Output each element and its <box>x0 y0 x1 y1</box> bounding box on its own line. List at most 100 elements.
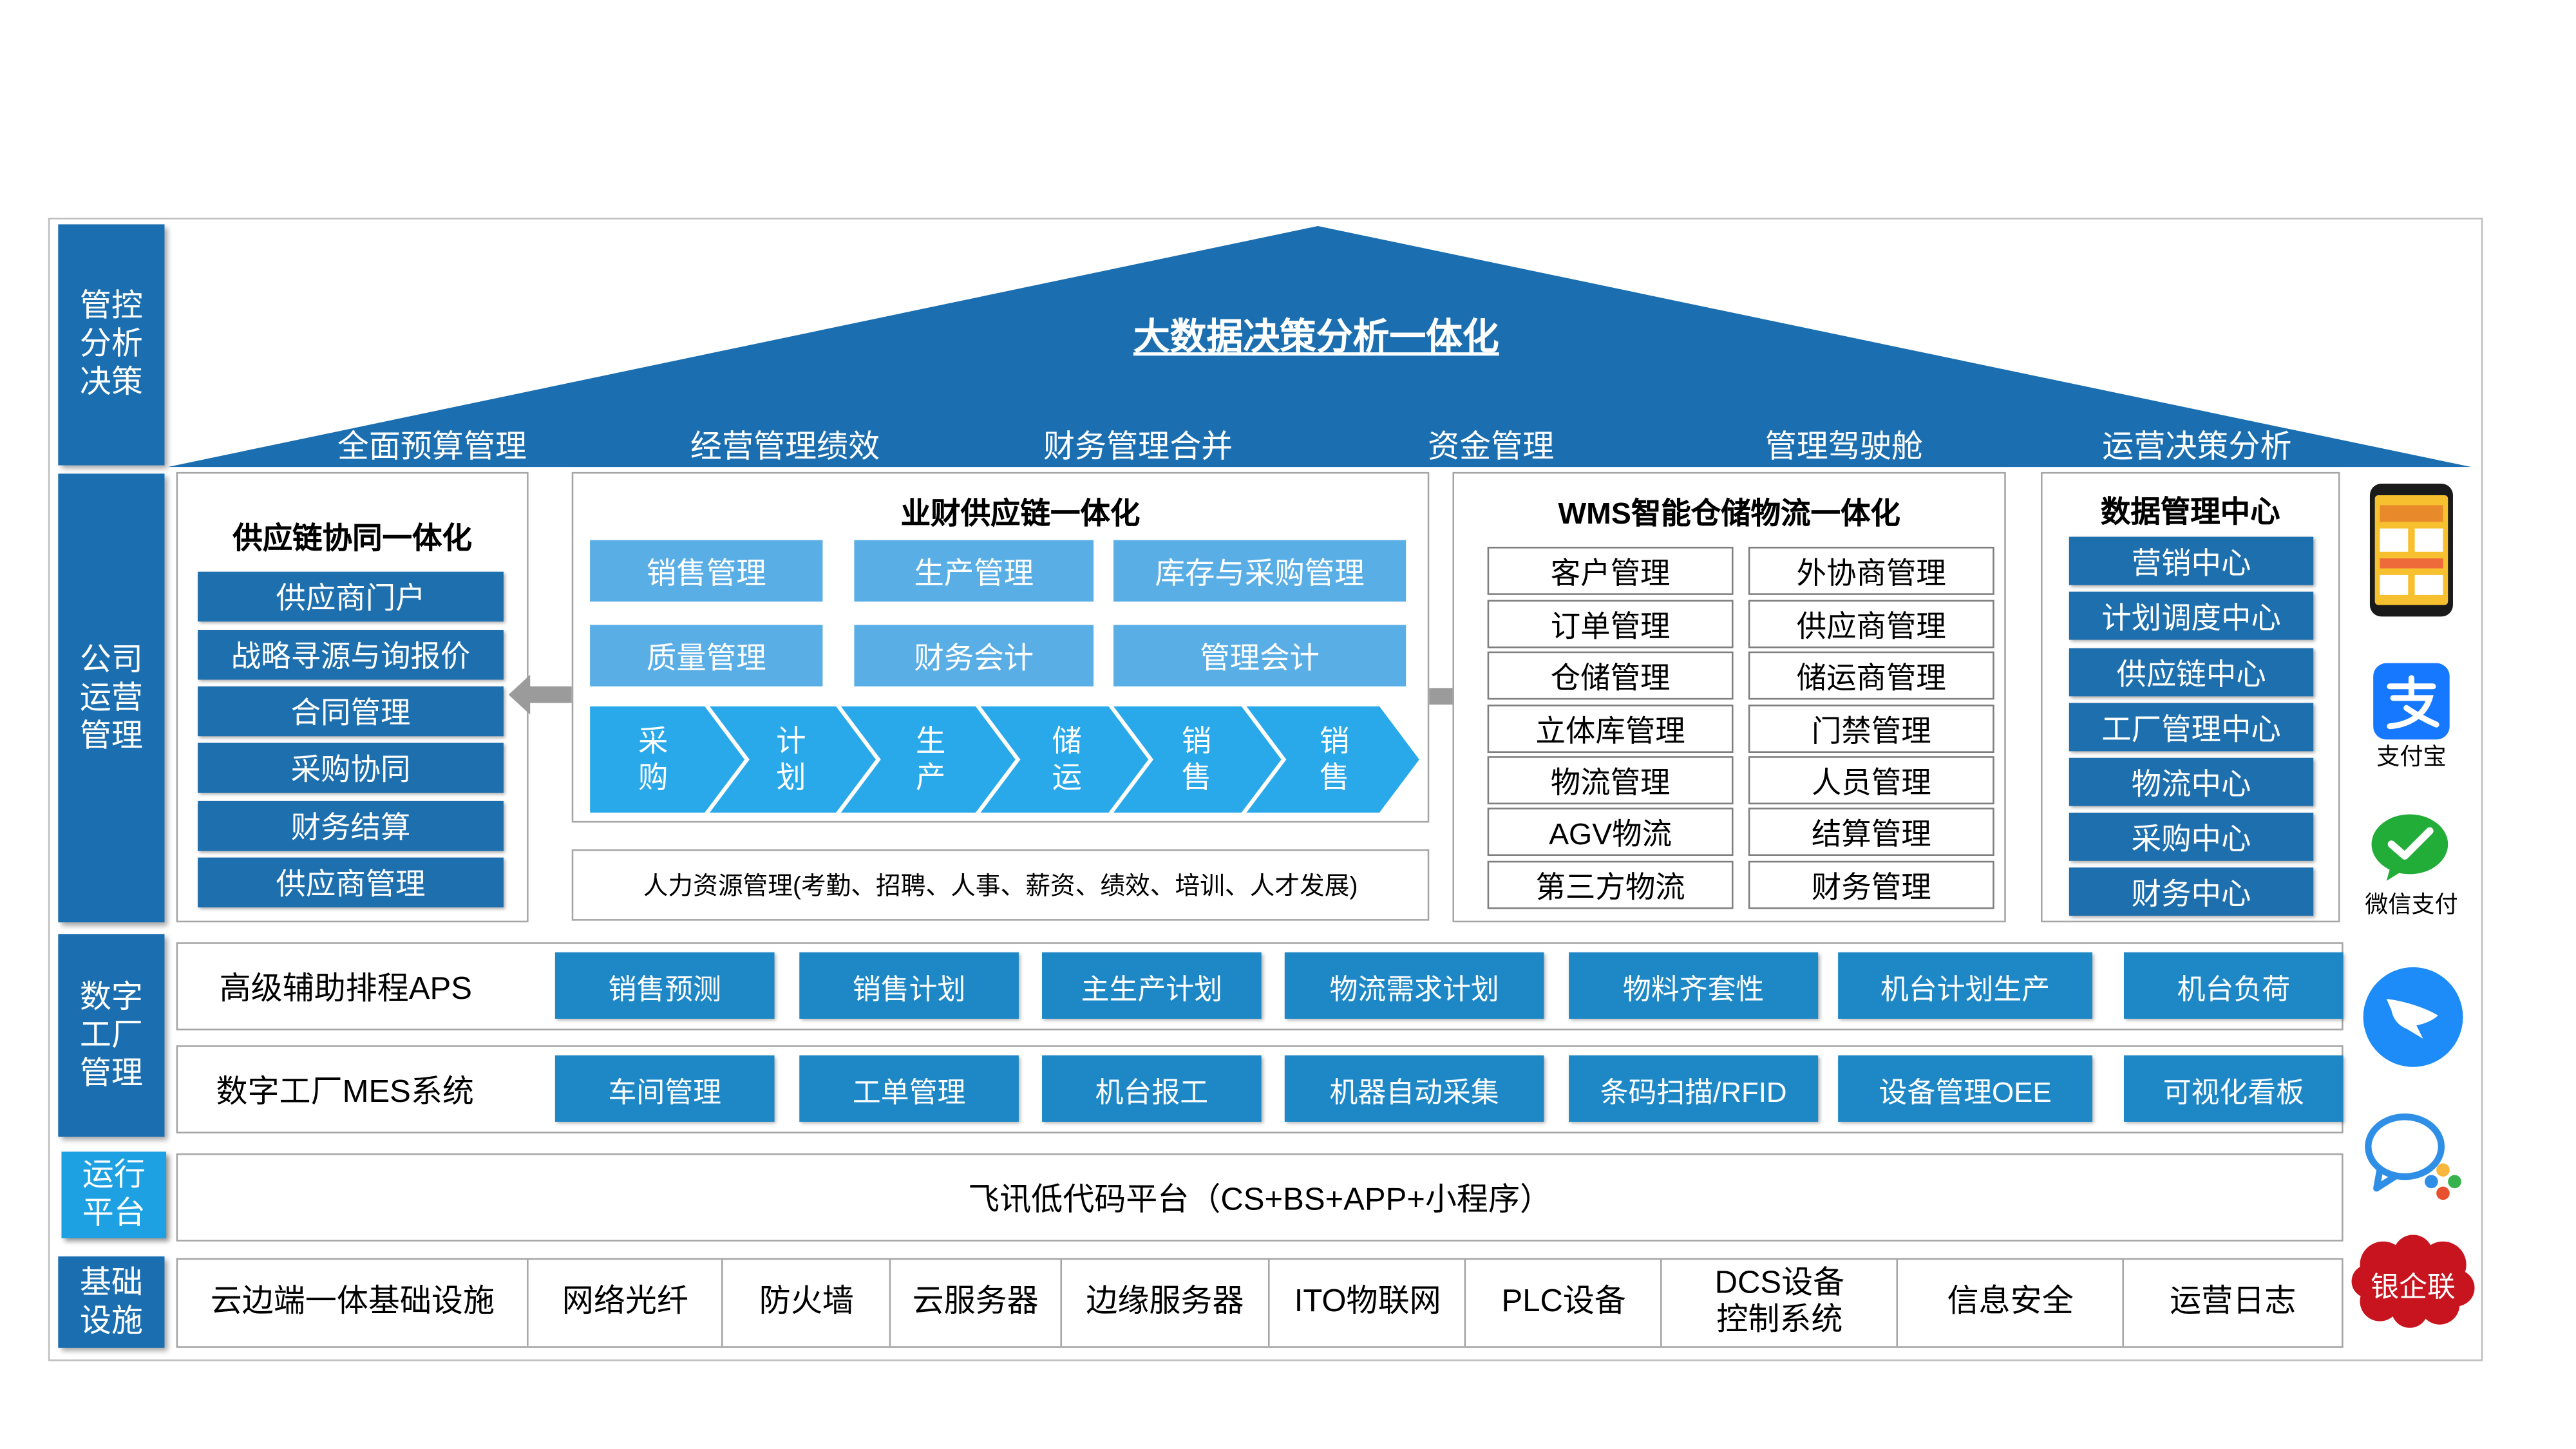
aps-item[interactable]: 物流需求计划 <box>1284 952 1544 1019</box>
infra-item: 运营日志 <box>2170 1284 2297 1320</box>
wms-item[interactable]: 结算管理 <box>1748 808 1994 857</box>
wms-item[interactable]: 立体库管理 <box>1487 705 1734 753</box>
supply-chain-item[interactable]: 供应商管理 <box>198 857 504 908</box>
mes-label: 数字工厂MES系统 <box>216 1075 474 1110</box>
roof-item: 经营管理绩效 <box>690 430 880 466</box>
wms-item[interactable]: 订单管理 <box>1487 600 1734 649</box>
category-factory: 数字工厂管理 <box>58 934 165 1137</box>
platform-label: 飞讯低代码平台（CS+BS+APP+小程序） <box>968 1183 1552 1218</box>
mes-item[interactable]: 条码扫描/RFID <box>1569 1055 1819 1122</box>
aps-label: 高级辅助排程APS <box>219 972 472 1007</box>
flow-step: 销 售 <box>1159 706 1235 813</box>
unionpay-label: 银企联 <box>2371 1271 2456 1303</box>
supply-chain-title: 供应链协同一体化 <box>232 522 472 555</box>
data-center-item[interactable]: 工厂管理中心 <box>2069 703 2314 752</box>
flow-step-label: 计 划 <box>776 724 806 795</box>
mes-item[interactable]: 工单管理 <box>799 1055 1019 1122</box>
category-factory-label: 数字工厂管理 <box>79 980 143 1092</box>
mobile-app-icon[interactable] <box>2368 482 2454 618</box>
flow-step: 储 运 <box>1028 706 1105 813</box>
wms-item[interactable]: 仓储管理 <box>1487 651 1734 700</box>
supply-chain-item[interactable]: 财务结算 <box>198 800 504 851</box>
platform-bar[interactable]: 飞讯低代码平台（CS+BS+APP+小程序） <box>176 1153 2344 1242</box>
flow-step-label: 采 购 <box>638 724 668 795</box>
supply-chain-item[interactable]: 采购协同 <box>198 743 504 793</box>
data-center-item[interactable]: 物流中心 <box>2069 757 2314 806</box>
flow-step-label: 储 运 <box>1052 724 1082 795</box>
infra-item: 防火墙 <box>723 1260 892 1347</box>
aps-item[interactable]: 机台负荷 <box>2124 952 2344 1019</box>
wms-item[interactable]: 储运商管理 <box>1748 651 1994 700</box>
category-operations-label: 公司运营管理 <box>79 642 143 754</box>
business-module[interactable]: 生产管理 <box>854 540 1094 602</box>
business-module[interactable]: 财务会计 <box>854 625 1094 687</box>
infra-item: 云服务器 <box>891 1260 1061 1347</box>
infra-item: 信息安全 <box>1899 1260 2125 1347</box>
supply-chain-item[interactable]: 合同管理 <box>198 686 504 737</box>
infra-item: 云边端一体基础设施 <box>178 1260 529 1347</box>
infra-item: 网络光纤 <box>529 1260 724 1347</box>
aps-item[interactable]: 机台计划生产 <box>1838 952 2092 1019</box>
mes-item[interactable]: 机器自动采集 <box>1284 1055 1544 1122</box>
mes-item[interactable]: 车间管理 <box>554 1055 775 1122</box>
roof-item: 管理驾驶舱 <box>1765 430 1923 466</box>
category-control: 管控分析决策 <box>58 224 165 466</box>
wms-item[interactable]: 第三方物流 <box>1487 860 1734 909</box>
alipay-label: 支付宝 <box>2376 743 2447 770</box>
alipay-icon[interactable] <box>2373 663 2450 740</box>
flow-step: 采 购 <box>615 706 692 813</box>
business-module[interactable]: 质量管理 <box>590 625 823 687</box>
unionpay-icon[interactable] <box>2350 1235 2476 1328</box>
infra-item: ITO物联网 <box>1271 1260 1467 1347</box>
category-infrastructure: 基础设施 <box>58 1256 165 1348</box>
wms-title: WMS智能仓储物流一体化 <box>1558 497 1900 531</box>
infra-item: DCS设备 控制系统 <box>1663 1260 1899 1347</box>
category-control-label: 管控分析决策 <box>79 289 143 401</box>
hr-management-bar[interactable]: 人力资源管理(考勤、招聘、人事、薪资、绩效、培训、人才发展) <box>571 849 1430 921</box>
category-infrastructure-label: 基础设施 <box>79 1265 143 1339</box>
roof-item: 全面预算管理 <box>337 430 527 466</box>
enterprise-wechat-icon[interactable] <box>2363 1110 2467 1200</box>
flow-step-label: 销 售 <box>1181 724 1212 795</box>
supply-chain-item[interactable]: 供应商门户 <box>198 571 504 622</box>
aps-item[interactable]: 物料齐套性 <box>1569 952 1819 1019</box>
flow-step: 生 产 <box>893 706 969 813</box>
aps-item[interactable]: 销售预测 <box>554 952 775 1019</box>
wms-item[interactable]: 物流管理 <box>1487 756 1734 805</box>
category-operations: 公司运营管理 <box>58 473 165 923</box>
dingtalk-icon[interactable] <box>2362 965 2465 1068</box>
business-finance-title: 业财供应链一体化 <box>900 497 1141 531</box>
data-center-item[interactable]: 营销中心 <box>2069 536 2314 585</box>
business-module[interactable]: 库存与采购管理 <box>1113 540 1406 602</box>
category-platform-label: 运行平台 <box>82 1158 146 1232</box>
business-module[interactable]: 销售管理 <box>590 540 823 602</box>
mes-item[interactable]: 机台报工 <box>1042 1055 1262 1122</box>
aps-item[interactable]: 销售计划 <box>799 952 1019 1019</box>
data-center-item[interactable]: 财务中心 <box>2069 867 2314 916</box>
data-center-item[interactable]: 供应链中心 <box>2069 648 2314 697</box>
flow-step: 计 划 <box>753 706 829 813</box>
data-center-item[interactable]: 采购中心 <box>2069 812 2314 861</box>
wms-item[interactable]: AGV物流 <box>1487 808 1734 857</box>
wechat-pay-icon[interactable] <box>2370 813 2450 882</box>
data-center-item[interactable]: 计划调度中心 <box>2069 591 2314 640</box>
wms-item[interactable]: 门禁管理 <box>1748 705 1994 753</box>
category-platform: 运行平台 <box>61 1151 167 1238</box>
wms-item[interactable]: 财务管理 <box>1748 860 1994 909</box>
roof-items: 全面预算管理 经营管理绩效 财务管理合并 资金管理 管理驾驶舱 运营决策分析 <box>266 422 2363 465</box>
business-module[interactable]: 管理会计 <box>1113 625 1406 687</box>
wms-item[interactable]: 供应商管理 <box>1748 600 1994 649</box>
roof-title: 大数据决策分析一体化 <box>1133 316 1499 357</box>
wms-item[interactable]: 客户管理 <box>1487 547 1734 595</box>
flow-step-label: 生 产 <box>915 724 946 795</box>
mes-item[interactable]: 可视化看板 <box>2124 1055 2344 1122</box>
mes-item[interactable]: 设备管理OEE <box>1838 1055 2092 1122</box>
supply-chain-item[interactable]: 战略寻源与询报价 <box>198 630 504 680</box>
infrastructure-row: 云边端一体基础设施 网络光纤 防火墙 云服务器 边缘服务器 ITO物联网 PLC… <box>176 1258 2344 1348</box>
process-flow <box>590 706 1419 813</box>
aps-item[interactable]: 主生产计划 <box>1042 952 1262 1019</box>
wms-item[interactable]: 人员管理 <box>1748 756 1994 805</box>
wms-item[interactable]: 外协商管理 <box>1748 547 1994 595</box>
wechat-pay-label: 微信支付 <box>2365 891 2458 918</box>
flow-step-label: 销 售 <box>1319 724 1350 795</box>
